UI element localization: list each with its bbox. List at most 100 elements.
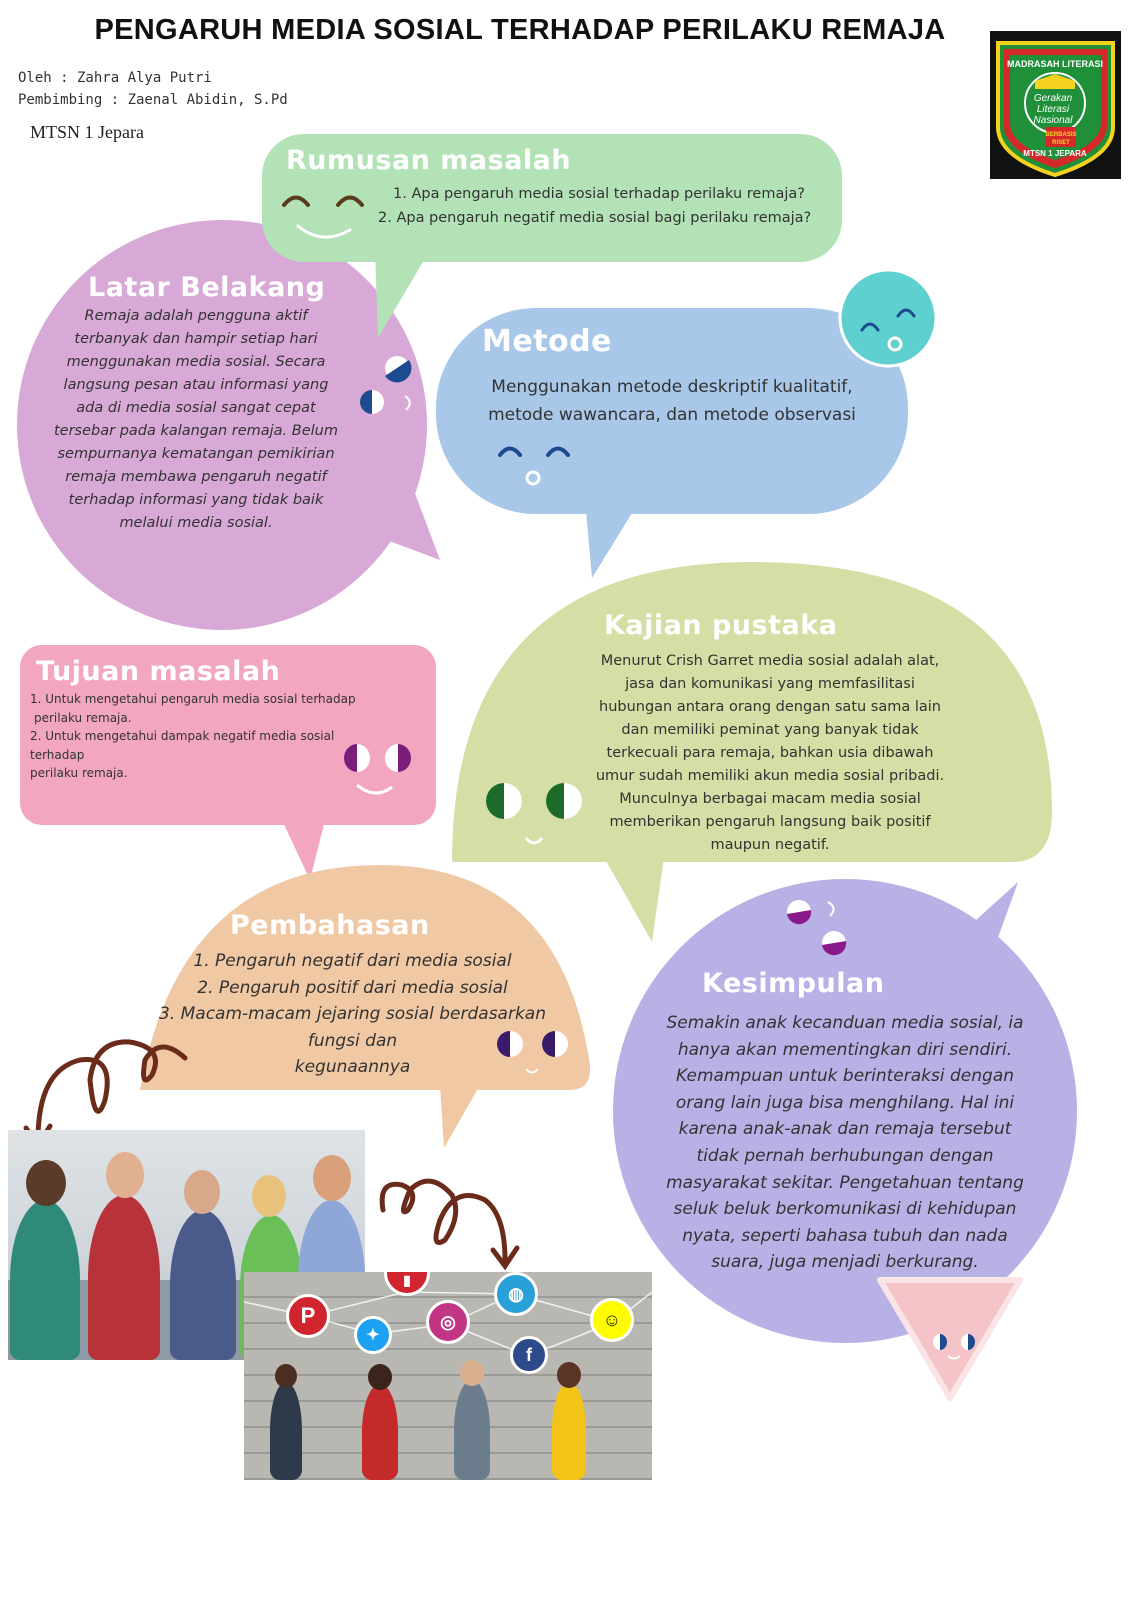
kesimpulan-line: suara, juga menjadi berkurang. <box>711 1252 979 1273</box>
metode-body: Menggunakan metode deskriptif kualitatif… <box>460 373 884 429</box>
person-head <box>275 1364 297 1388</box>
logo-top-text: MADRASAH LITERASI <box>1007 59 1103 69</box>
kesimpulan-line: Kemampuan untuk berinteraksi dengan <box>675 1066 1015 1087</box>
logo-center-line2: Literasi <box>1037 104 1070 115</box>
metode-face <box>498 446 570 486</box>
metode-line: Menggunakan metode deskriptif kualitatif… <box>491 377 853 397</box>
latar-line: melalui media sosial. <box>119 515 273 531</box>
tujuan-heading: Tujuan masalah <box>36 656 281 687</box>
author-line: Oleh : Zahra Alya Putri <box>18 70 212 86</box>
metode-line: metode wawancara, dan metode observasi <box>488 405 856 425</box>
person-head <box>313 1155 351 1201</box>
tujuan-bubble-shape <box>20 645 436 880</box>
pembahasan-heading: Pembahasan <box>230 910 430 941</box>
school-name: MTSN 1 Jepara <box>30 122 144 142</box>
latar-line: remaja membawa pengaruh negatif <box>65 469 327 485</box>
pembahasan-line: 2. Pengaruh positif dari media sosial <box>197 977 508 998</box>
pembahasan-line: kegunaannya <box>294 1057 411 1077</box>
rumusan-list: 1. Apa pengaruh media sosial terhadap pe… <box>378 182 828 230</box>
latar-line: ada di media sosial sangat cepat <box>76 400 316 416</box>
page-title: PENGARUH MEDIA SOSIAL TERHADAP PERILAKU … <box>94 14 946 46</box>
person-figure <box>170 1210 236 1360</box>
globe-icon: ◍ <box>494 1272 538 1316</box>
latar-face <box>360 356 412 414</box>
pembahasan-line: 3. Macam-macam jejaring sosial berdasark… <box>158 1004 546 1024</box>
facebook-icon: f <box>510 1336 548 1374</box>
latar-line: Remaja adalah pengguna aktif <box>84 308 308 324</box>
kajian-line: jasa dan komunikasi yang memfasilitasi <box>625 676 915 692</box>
rumusan-item: 2. Apa pengaruh negatif media sosial bag… <box>378 210 812 226</box>
kesimpulan-face <box>787 900 847 956</box>
latar-heading: Latar Belakang <box>88 272 326 303</box>
person-head <box>26 1160 66 1206</box>
kesimpulan-line: nyata, seperti bahasa tubuh dan nada <box>682 1225 1008 1246</box>
pinterest-icon: P <box>286 1294 330 1338</box>
rumusan-bubble-shape <box>262 134 842 338</box>
latar-body: Remaja adalah pengguna aktif terbanyak d… <box>40 305 352 535</box>
logo-center-line1: Gerakan <box>1034 93 1073 104</box>
kesimpulan-line: orang lain juga bisa menghilang. Hal ini <box>675 1092 1015 1113</box>
kesimpulan-body: Semakin anak kecanduan media sosial, ia … <box>640 1010 1050 1276</box>
latar-line: langsung pesan atau informasi yang <box>63 377 329 393</box>
kajian-line: terkecuali para remaja, bahkan usia diba… <box>606 745 934 761</box>
logo-ribbon-line2: RISET <box>1052 140 1070 146</box>
kesimpulan-line: hanya akan mementingkan diri sendiri. <box>677 1039 1013 1060</box>
kesimpulan-bubble-shape <box>613 879 1077 1401</box>
tujuan-body: 1. Untuk mengetahui pengaruh media sosia… <box>30 690 375 783</box>
kajian-heading: Kajian pustaka <box>604 610 838 641</box>
kajian-bubble-shape <box>452 562 1052 942</box>
logo-ribbon-line1: BERBASIS <box>1045 132 1076 138</box>
latar-bubble-shape <box>17 220 440 630</box>
latar-line: terbanyak dan hampir setiap hari <box>74 331 318 347</box>
logo-center-line3: Nasional <box>1034 115 1074 126</box>
tujuan-line: 1. Untuk mengetahui pengaruh media sosia… <box>30 692 356 706</box>
kajian-line: maupun negatif. <box>710 837 830 853</box>
kesimpulan-line: Semakin anak kecanduan media sosial, ia <box>666 1013 1024 1033</box>
kesimpulan-line: masyarakat sekitar. Pengetahuan tentang <box>666 1172 1024 1193</box>
person-figure <box>88 1195 160 1360</box>
person-head <box>252 1175 286 1217</box>
instagram-icon: ◎ <box>426 1300 470 1344</box>
kajian-line: Munculnya berbagai macam media sosial <box>619 791 921 807</box>
snapchat-icon: ☺ <box>590 1298 634 1342</box>
pembahasan-body: 1. Pengaruh negatif dari media sosial 2.… <box>140 948 565 1081</box>
kajian-line: umur sudah memiliki akun media sosial pr… <box>595 768 945 784</box>
rumusan-item: 1. Apa pengaruh media sosial terhadap pe… <box>393 186 805 202</box>
kajian-line: memberikan pengaruh langsung baik positi… <box>609 814 931 830</box>
curly-arrow-right-icon <box>379 1178 520 1271</box>
latar-line: menggunakan media sosial. Secara <box>66 354 326 370</box>
person-head <box>184 1170 220 1214</box>
latar-line: tersebar pada kalangan remaja. Belum <box>53 423 338 439</box>
kajian-body: Menurut Crish Garret media sosial adalah… <box>560 650 980 857</box>
pembahasan-face <box>497 1031 568 1074</box>
rumusan-face <box>282 195 364 239</box>
person-head <box>460 1360 484 1386</box>
kesimpulan-heading: Kesimpulan <box>702 968 885 999</box>
social-media-wall-photo: P ✦ ◎ ▮ ◍ f ☺ <box>244 1272 652 1480</box>
triangle-face <box>933 1334 975 1360</box>
metode-heading: Metode <box>482 324 612 359</box>
advisor-line: Pembimbing : Zaenal Abidin, S.Pd <box>18 92 288 108</box>
tujuan-line: 2. Untuk mengetahui dampak negatif media… <box>30 729 335 743</box>
tujuan-line: perilaku remaja. <box>30 766 128 780</box>
kajian-face <box>486 783 582 845</box>
person-figure <box>552 1382 586 1480</box>
madrasah-literasi-logo: MADRASAH LITERASI Gerakan Literasi Nasio… <box>990 31 1121 179</box>
logo-bottom-text: MTSN 1 JEPARA <box>1023 149 1087 158</box>
rumusan-heading: Rumusan masalah <box>286 145 572 176</box>
person-figure <box>10 1200 80 1360</box>
kajian-line: dan memiliki peminat yang banyak tidak <box>621 722 919 738</box>
kajian-line: Menurut Crish Garret media sosial adalah… <box>600 653 940 669</box>
tujuan-line: perilaku remaja. <box>34 710 132 725</box>
kesimpulan-line: tidak pernah berhubungan dengan <box>696 1145 994 1166</box>
person-figure <box>454 1380 490 1480</box>
tujuan-face <box>344 744 411 795</box>
person-head <box>557 1362 581 1388</box>
person-head <box>368 1364 392 1390</box>
pembahasan-line: 1. Pengaruh negatif dari media sosial <box>193 951 512 971</box>
person-figure <box>362 1384 398 1480</box>
person-figure <box>270 1382 302 1480</box>
twitter-icon: ✦ <box>354 1316 392 1354</box>
kesimpulan-line: seluk beluk berkomunikasi di kehidupan <box>673 1199 1017 1220</box>
